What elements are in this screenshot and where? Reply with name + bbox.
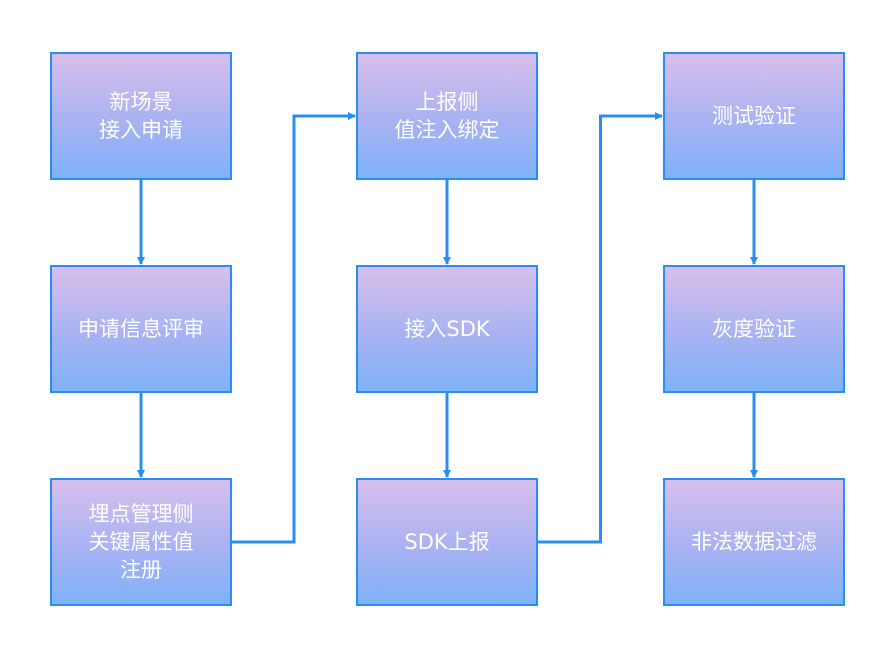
node-label-line: 上报侧 bbox=[415, 90, 479, 114]
arrow-sdk-report-to-test-verify bbox=[538, 112, 663, 544]
process-node-tracking-mgmt-register: 埋点管理侧 关键属性值 注册 bbox=[50, 478, 232, 606]
node-label-line: 申请信息评审 bbox=[78, 317, 204, 341]
process-node-illegal-data-filter: 非法数据过滤 bbox=[663, 478, 845, 606]
process-node-test-verify: 测试验证 bbox=[663, 52, 845, 180]
process-node-new-scene-apply: 新场景 接入申请 bbox=[50, 52, 232, 180]
process-node-gray-verify: 灰度验证 bbox=[663, 265, 845, 393]
node-label-line: 新场景 bbox=[109, 90, 173, 114]
arrow-tracking-mgmt-register-to-report-value-inject-bind bbox=[232, 112, 356, 544]
node-label-line: 接入申请 bbox=[99, 118, 183, 142]
node-label-line: 接入SDK bbox=[404, 317, 490, 341]
node-label-line: 测试验证 bbox=[712, 104, 796, 128]
process-node-apply-info-review: 申请信息评审 bbox=[50, 265, 232, 393]
node-label-line: 注册 bbox=[120, 558, 162, 582]
node-label-line: 非法数据过滤 bbox=[691, 530, 817, 554]
node-label-line: 埋点管理侧 bbox=[88, 502, 194, 526]
process-node-sdk-report: SDK上报 bbox=[356, 478, 538, 606]
node-label-line: 值注入绑定 bbox=[394, 118, 500, 142]
node-label-line: 灰度验证 bbox=[712, 317, 796, 341]
node-label-line: SDK上报 bbox=[404, 530, 490, 554]
process-node-integrate-sdk: 接入SDK bbox=[356, 265, 538, 393]
node-label-line: 关键属性值 bbox=[88, 530, 194, 554]
process-node-report-value-inject-bind: 上报侧 值注入绑定 bbox=[356, 52, 538, 180]
